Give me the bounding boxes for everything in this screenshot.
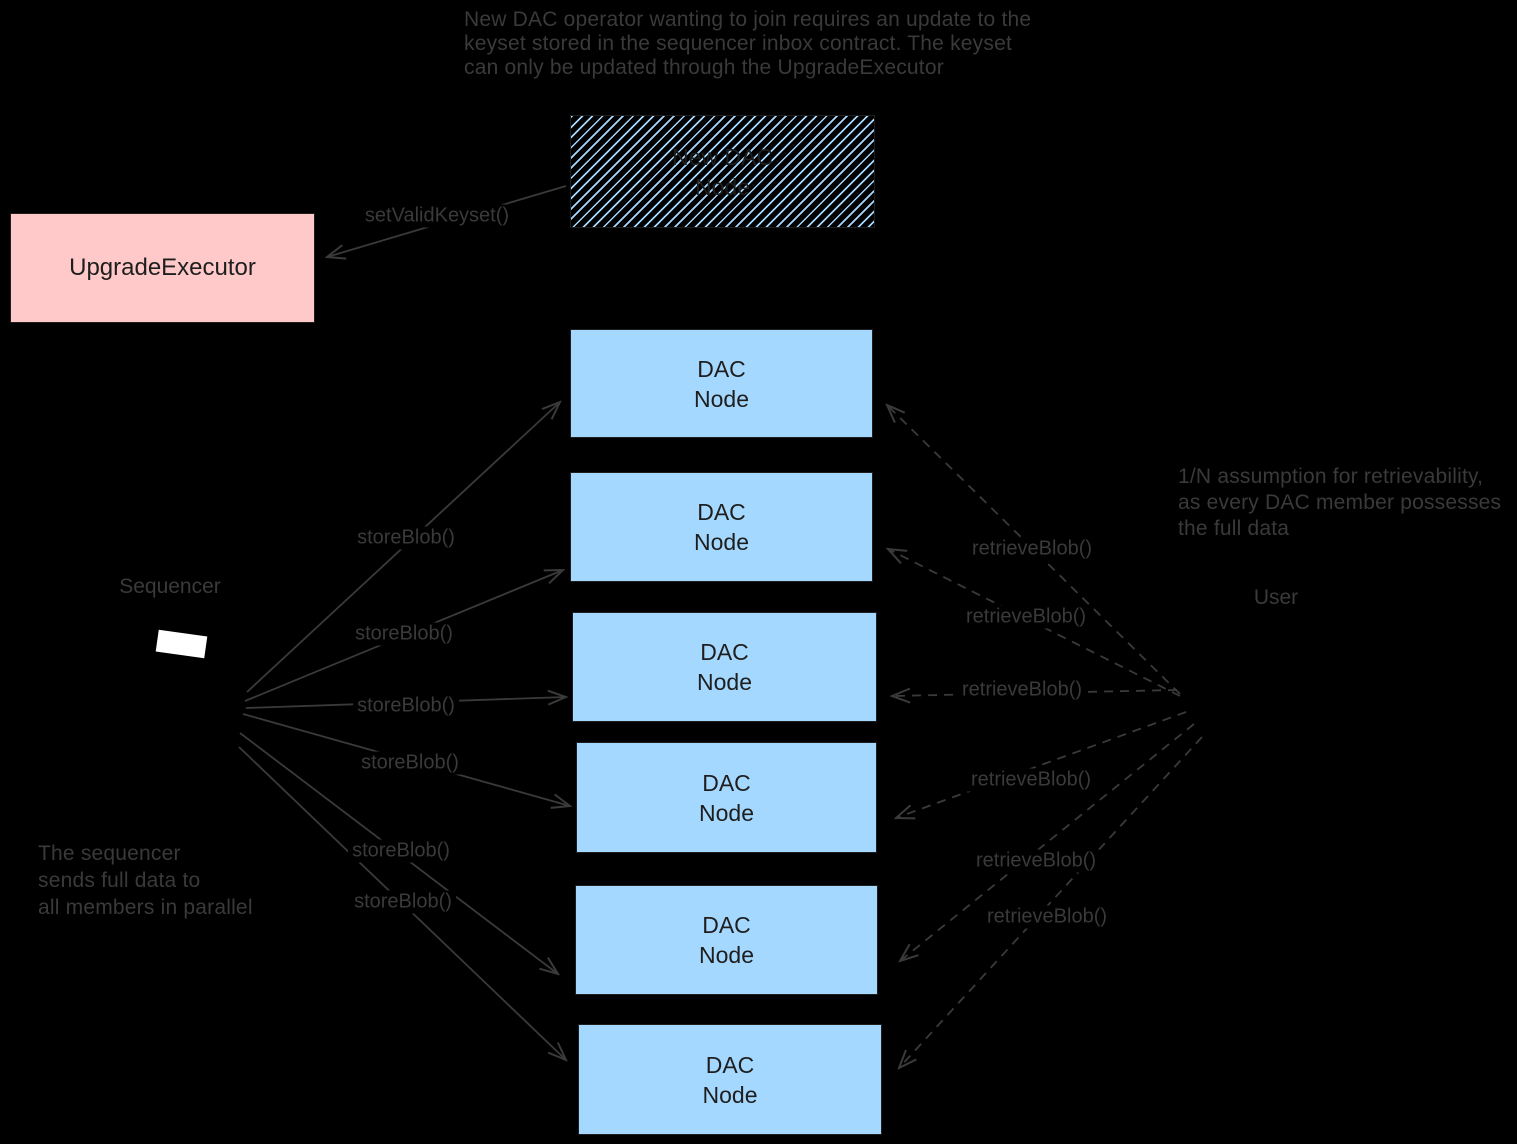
retrieve-blob-label-6: retrieveBlob() [982,905,1112,929]
dac-node-label-line1: DAC [697,355,746,382]
annotation-line: sends full data to [38,869,201,892]
new-dac-node-box: New DAC Node [570,115,875,228]
dac-node-label-line2: Node [694,385,749,412]
user-label: User [1253,586,1299,609]
dac-node-box-3: DAC Node [572,612,877,722]
retrieve-blob-arrow-6 [899,736,1203,1068]
store-blob-label-5: storeBlob() [348,839,454,863]
store-blob-label-3: storeBlob() [353,694,459,718]
set-valid-keyset-label: setValidKeyset() [360,204,514,228]
dac-node-label-line2: Node [697,669,752,695]
store-blob-label-4: storeBlob() [357,751,463,775]
retrieve-blob-label-3: retrieveBlob() [957,678,1087,702]
retrieve-blob-arrow-1 [887,405,1181,695]
dac-node-label-line2: Node [699,799,754,826]
retrieve-blob-label-4: retrieveBlob() [966,768,1096,792]
upgrade-executor-box: UpgradeExecutor [10,213,315,323]
annotation-line: 1/N assumption for retrievability, [1178,465,1484,488]
sequencer-label: Sequencer [119,575,221,598]
dac-node-box-6: DAC Node [578,1024,882,1135]
retrieve-blob-arrow-4 [896,711,1187,818]
dac-node-label-line1: DAC [702,912,751,938]
annotation-line: New DAC operator wanting to join require… [464,8,1032,31]
new-dac-node-label-line1: New DAC [672,143,773,170]
dac-node-label-line1: DAC [700,639,749,665]
dac-node-box-5: DAC Node [575,885,878,995]
annotation-line: the full data [1178,517,1290,540]
retrieve-blob-label-5: retrieveBlob() [971,849,1101,873]
annotation-retrievability: 1/N assumption for retrievability, as ev… [1178,464,1501,542]
store-blob-label-2: storeBlob() [351,622,457,646]
retrieve-blob-label-2: retrieveBlob() [961,605,1091,629]
dac-node-label-line2: Node [702,1081,758,1108]
annotation-keyset-update: New DAC operator wanting to join require… [464,8,1031,80]
annotation-line: as every DAC member possesses [1178,491,1502,514]
annotation-parallel-send: The sequencer sends full data to all mem… [38,840,253,921]
store-blob-label-6: storeBlob() [350,890,456,914]
store-blob-label-1: storeBlob() [353,526,459,550]
upgrade-executor-label: UpgradeExecutor [69,254,256,281]
annotation-line: keyset stored in the sequencer inbox con… [464,32,1012,55]
new-dac-node-label-line2: Node [695,173,750,200]
dac-node-label-line1: DAC [705,1051,755,1078]
annotation-line: can only be updated through the UpgradeE… [464,56,944,79]
retrieve-blob-label-1: retrieveBlob() [967,537,1097,561]
annotation-line: The sequencer [38,842,181,865]
dac-node-label-line1: DAC [702,769,751,796]
dac-node-label-line2: Node [699,942,754,968]
dac-node-box-1: DAC Node [570,329,873,438]
dac-node-label-line1: DAC [697,499,746,525]
dac-node-label-line2: Node [694,529,749,555]
annotation-line: all members in parallel [38,896,253,919]
dac-node-box-4: DAC Node [576,742,877,853]
dac-node-box-2: DAC Node [570,472,873,582]
